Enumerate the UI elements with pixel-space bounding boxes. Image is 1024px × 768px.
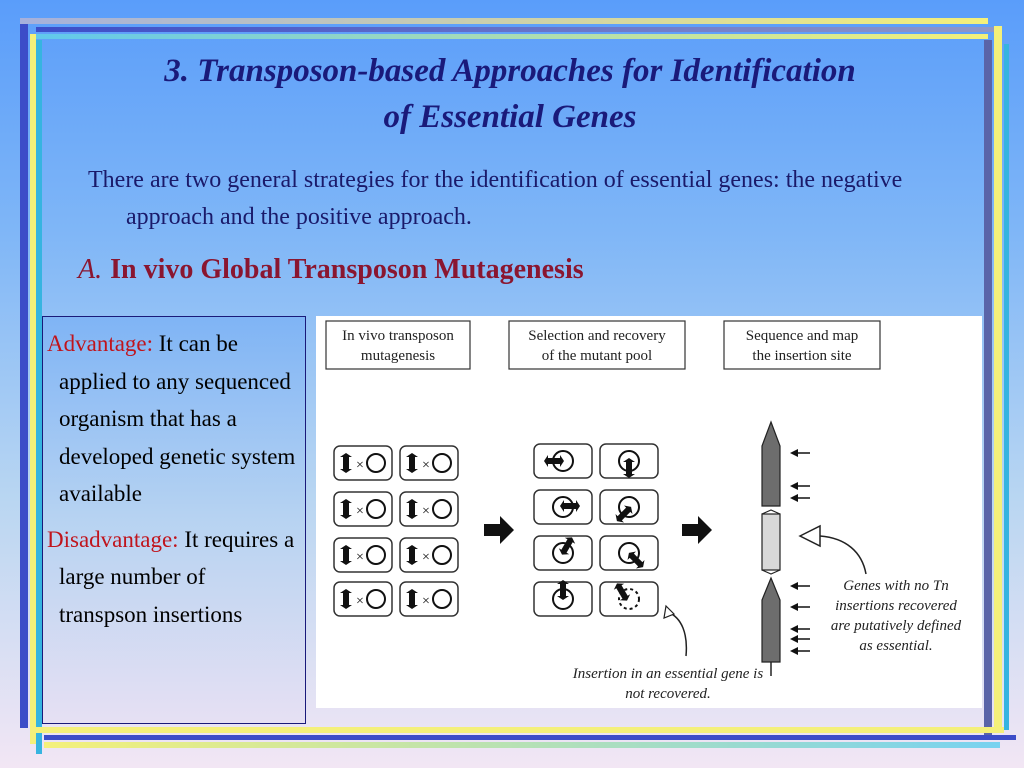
note-pointer-arrow bbox=[667, 611, 688, 657]
section-heading-letter: A. bbox=[78, 254, 103, 285]
step-box-sequence: Sequence and map the insertion site bbox=[723, 320, 881, 370]
slide-title-line1: 3. Transposon-based Approaches for Ident… bbox=[164, 53, 856, 89]
frame-bar-right-yellow bbox=[994, 26, 1002, 730]
step-box-mutagenesis-line2: mutagenesis bbox=[361, 348, 435, 364]
svg-text:×: × bbox=[356, 550, 364, 565]
frame-bar-bottom-yellow bbox=[36, 727, 1004, 733]
slide-title: 3. Transposon-based Approaches for Ident… bbox=[60, 48, 960, 140]
note-text-line1: Insertion in an essential gene is bbox=[572, 666, 764, 682]
svg-text:×: × bbox=[356, 594, 364, 609]
svg-text:×: × bbox=[356, 504, 364, 519]
step-box-selection-line2: of the mutant pool bbox=[542, 348, 652, 364]
frame-bar-right-cyan bbox=[1004, 44, 1009, 730]
genes-note-line3: are putatively defined bbox=[831, 618, 962, 634]
disadvantage-label: Disadvantage: bbox=[47, 526, 179, 552]
genes-note-line4: as essential. bbox=[859, 638, 932, 654]
slide-title-line2: of Essential Genes bbox=[383, 99, 637, 135]
frame-bar-left-yellow bbox=[30, 34, 36, 744]
process-arrow-1 bbox=[484, 516, 514, 544]
mutagenesis-diagram: In vivo transposon mutagenesis Selection… bbox=[316, 316, 982, 708]
mutagenesis-diagram-svg: In vivo transposon mutagenesis Selection… bbox=[325, 320, 962, 702]
step-box-sequence-line2: the insertion site bbox=[752, 348, 851, 364]
section-heading: A.In vivo Global Transposon Mutagenesis bbox=[78, 254, 584, 286]
svg-text:×: × bbox=[422, 458, 430, 473]
section-heading-text: In vivo Global Transposon Mutagenesis bbox=[110, 254, 584, 285]
advantage-text: It can be applied to any sequenced organ… bbox=[59, 331, 296, 506]
frame-bar-top-cyan bbox=[36, 34, 988, 39]
insertion-site-arrows bbox=[790, 449, 810, 655]
process-arrow-2 bbox=[682, 516, 712, 544]
frame-bar-top-blue bbox=[36, 27, 1000, 32]
step-box-selection-line1: Selection and recovery bbox=[528, 328, 666, 344]
frame-bar-bottom-blue bbox=[44, 735, 1016, 740]
genes-note-line1: Genes with no Tn bbox=[843, 578, 948, 594]
frame-bar-left-blue bbox=[20, 22, 28, 728]
mutagenesis-cell-grid: × × × × × × × × bbox=[333, 445, 459, 617]
frame-bar-left-cyan bbox=[36, 40, 42, 754]
intro-paragraph: There are two general strategies for the… bbox=[88, 167, 903, 230]
step-box-selection: Selection and recovery of the mutant poo… bbox=[508, 320, 686, 370]
svg-text:×: × bbox=[356, 458, 364, 473]
advantage-label: Advantage: bbox=[47, 331, 154, 356]
frame-bar-bottom-cyan bbox=[44, 742, 1000, 748]
step-box-mutagenesis: In vivo transposon mutagenesis bbox=[325, 320, 471, 370]
genes-note-line2: insertions recovered bbox=[835, 598, 957, 614]
frame-bar-top-yellow bbox=[20, 18, 988, 24]
chromosome-map bbox=[761, 420, 781, 676]
disadvantage-paragraph: Disadvantage: It requires a large number… bbox=[47, 521, 299, 634]
essential-gene-pointer bbox=[819, 535, 867, 575]
svg-text:×: × bbox=[422, 550, 430, 565]
frame-bar-right-blue bbox=[984, 40, 992, 736]
step-box-sequence-line1: Sequence and map bbox=[746, 328, 858, 344]
pros-cons-box: Advantage: It can be applied to any sequ… bbox=[42, 316, 306, 724]
svg-text:×: × bbox=[422, 594, 430, 609]
selection-cell-grid bbox=[533, 443, 659, 617]
disadvantage-text: It requires a large number of transpson … bbox=[59, 526, 295, 627]
advantage-paragraph: Advantage: It can be applied to any sequ… bbox=[47, 325, 299, 513]
note-text-line2: not recovered. bbox=[625, 686, 711, 702]
svg-text:×: × bbox=[422, 504, 430, 519]
step-box-mutagenesis-line1: In vivo transposon bbox=[342, 328, 454, 344]
